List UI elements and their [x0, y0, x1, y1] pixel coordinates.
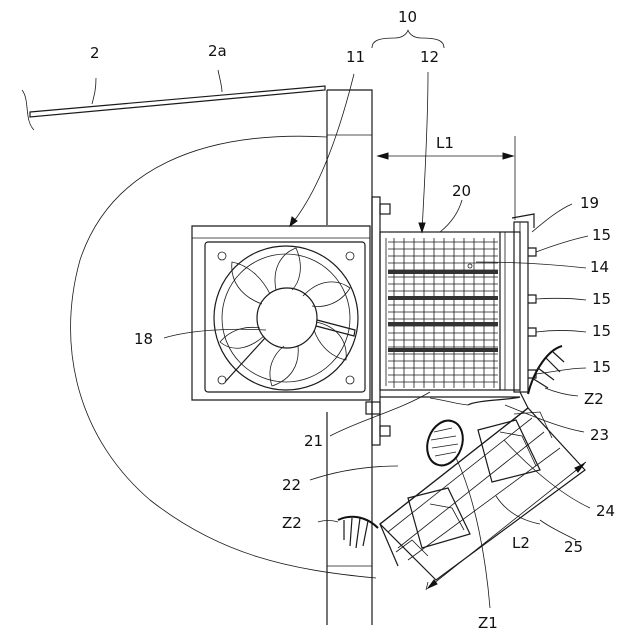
label-24: 24 [596, 502, 615, 520]
fan-housing [192, 226, 370, 400]
label-Z2-lower: Z2 [282, 514, 302, 532]
label-19: 19 [580, 194, 599, 212]
label-18: 18 [134, 330, 153, 348]
label-L1: L1 [436, 134, 454, 152]
label-Z1: Z1 [478, 614, 498, 632]
label-12: 12 [420, 48, 439, 66]
label-20: 20 [452, 182, 471, 200]
fasteners [528, 248, 536, 378]
label-15-a: 15 [592, 226, 611, 244]
label-11: 11 [346, 48, 365, 66]
label-10: 10 [398, 8, 417, 26]
reference-labels: 10 11 12 2 2a L1 20 19 15 14 15 15 15 18… [90, 8, 615, 632]
label-21: 21 [304, 432, 323, 450]
label-15-c: 15 [592, 322, 611, 340]
label-15-d: 15 [592, 358, 611, 376]
heat-exchanger [380, 214, 534, 392]
fan-impeller [220, 248, 355, 386]
label-Z2-upper: Z2 [584, 390, 604, 408]
label-L2: L2 [512, 534, 530, 552]
heat-exchanger-fins [388, 238, 498, 388]
roof-panel [22, 86, 325, 130]
label-2a: 2a [208, 42, 227, 60]
label-14: 14 [590, 258, 609, 276]
outlet-unit [380, 408, 585, 580]
dimension-l2 [426, 462, 586, 590]
label-15-b: 15 [592, 290, 611, 308]
cowl-outline [71, 136, 376, 578]
zone-z1-marker [421, 416, 469, 471]
label-25: 25 [564, 538, 583, 556]
label-22: 22 [282, 476, 301, 494]
label-2: 2 [90, 44, 100, 62]
bracket-10 [372, 30, 444, 48]
label-23: 23 [590, 426, 609, 444]
